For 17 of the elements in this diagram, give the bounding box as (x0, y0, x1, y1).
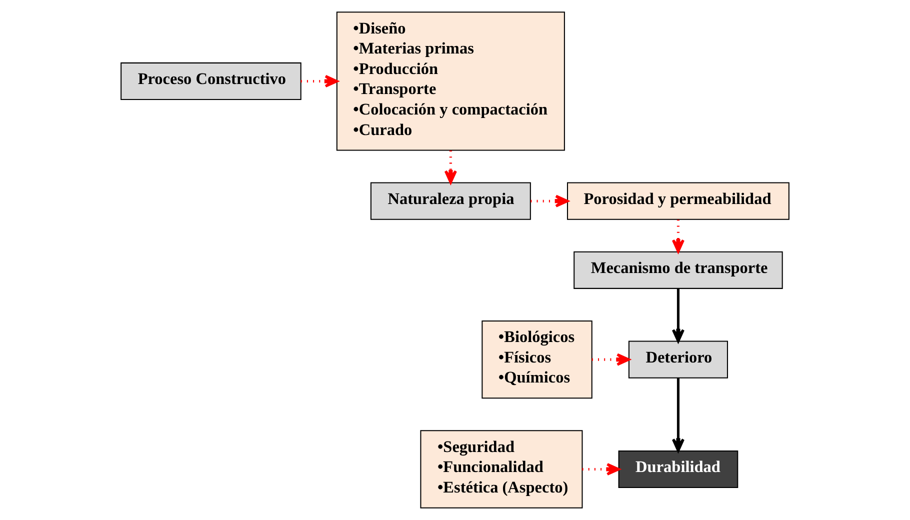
node-box: Proceso Constructivo (120, 62, 302, 100)
arrow (672, 378, 685, 452)
node-box: Mecanismo de transporte (574, 251, 783, 289)
arrow (672, 288, 685, 342)
arrow (592, 353, 630, 366)
arrow (444, 150, 457, 184)
node-box: Porosidad y permeabilidad (566, 182, 790, 220)
arrow (300, 74, 338, 88)
arrow (530, 194, 569, 208)
arrow (582, 462, 620, 476)
node-box: •Biológicos •Físicos •Químicos (482, 320, 592, 399)
node-box: Durabilidad (618, 450, 738, 488)
node-box: Naturaleza propia (370, 182, 531, 220)
node-box: Deterioro (628, 340, 728, 378)
node-box: •Diseño •Materias primas •Producción •Transporte •Colocación y compactación •Curado (336, 12, 565, 151)
arrow (672, 220, 685, 253)
node-box: •Seguridad •Funcionalidad •Estética (Aspecto) (420, 430, 583, 508)
